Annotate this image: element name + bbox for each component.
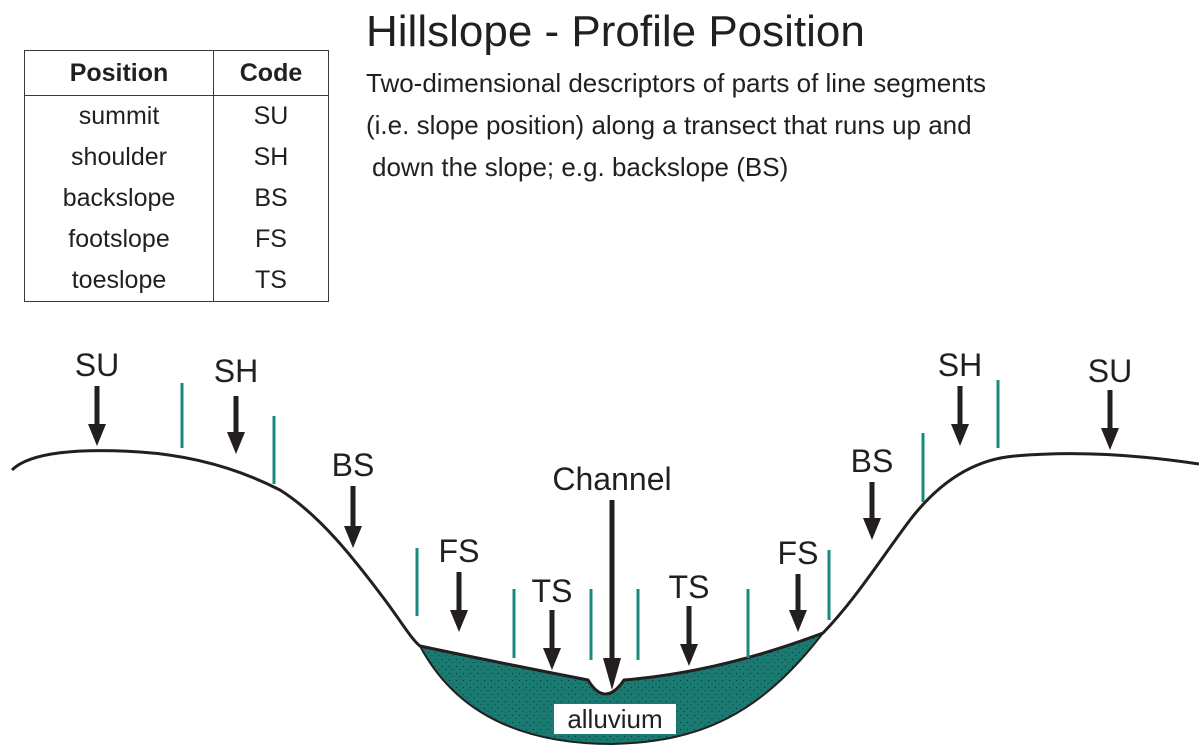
table-row: backslope BS: [24, 178, 329, 219]
cell-position: shoulder: [24, 137, 214, 178]
label-sh-left: SH: [214, 353, 258, 389]
position-code-table: Position Code summit SU shoulder SH back…: [24, 50, 329, 302]
cell-position: summit: [24, 95, 214, 137]
cell-code: FS: [213, 219, 329, 260]
arrow-sh-right: [951, 386, 969, 446]
label-fs-left: FS: [439, 533, 480, 569]
label-sh-right: SH: [938, 347, 982, 383]
arrow-bs-right: [863, 482, 881, 540]
arrow-su-right: [1101, 390, 1119, 450]
arrow-fs-right: [789, 574, 807, 632]
label-su-left: SU: [75, 347, 119, 383]
cell-code: TS: [213, 260, 329, 302]
ground-profile-line: [10, 449, 1199, 696]
arrow-ts-left: [543, 610, 561, 670]
table-row: toeslope TS: [24, 260, 329, 302]
arrow-channel: [603, 500, 621, 690]
description-line-1: Two-dimensional descriptors of parts of …: [366, 68, 986, 98]
description: Two-dimensional descriptors of parts of …: [366, 62, 1186, 188]
cell-code: BS: [213, 178, 329, 219]
table-row: shoulder SH: [24, 137, 329, 178]
position-arrows: [88, 386, 1119, 690]
cell-code: SU: [213, 95, 329, 137]
arrow-ts-right: [680, 606, 698, 666]
arrow-fs-left: [450, 572, 468, 632]
label-fs-right: FS: [778, 535, 819, 571]
table-row: summit SU: [24, 95, 329, 137]
description-line-3: down the slope; e.g. backslope (BS): [372, 152, 789, 182]
segment-dividers: [180, 380, 1000, 660]
description-line-2: (i.e. slope position) along a transect t…: [366, 110, 972, 140]
cell-position: footslope: [24, 219, 214, 260]
header-code: Code: [213, 50, 329, 96]
arrow-bs-left: [344, 486, 362, 548]
label-su-right: SU: [1088, 353, 1132, 389]
label-channel: Channel: [552, 461, 671, 497]
arrow-su-left: [88, 386, 106, 446]
label-ts-left: TS: [532, 573, 573, 609]
diagram-title: Hillslope - Profile Position: [366, 7, 865, 56]
cell-position: toeslope: [24, 260, 214, 302]
label-bs-right: BS: [851, 443, 894, 479]
label-alluvium: alluvium: [567, 704, 662, 734]
cell-position: backslope: [24, 178, 214, 219]
alluvium-label-bg: [554, 704, 676, 734]
label-bs-left: BS: [332, 447, 375, 483]
table-row: footslope FS: [24, 219, 329, 260]
cell-code: SH: [213, 137, 329, 178]
arrow-sh-left: [227, 396, 245, 454]
table-header-row: Position Code: [24, 50, 329, 96]
label-ts-right: TS: [669, 569, 710, 605]
